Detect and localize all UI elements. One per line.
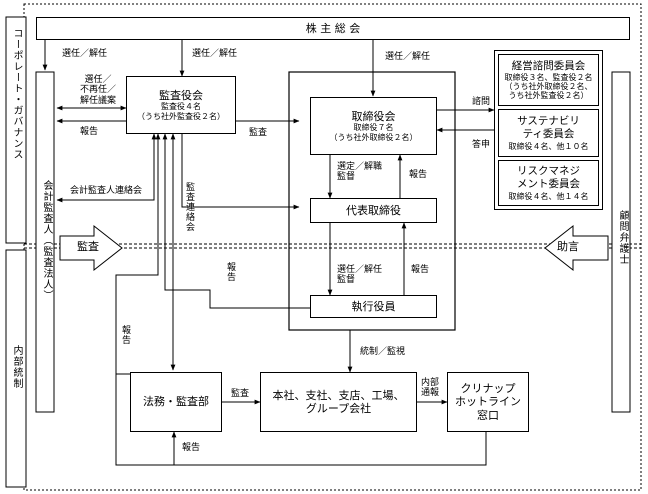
internal-report-label: 内部 通報 xyxy=(421,378,440,399)
report-line-1 xyxy=(162,133,330,309)
auditor-label: 会計監査人（監査法人） xyxy=(41,180,52,301)
sustainability-committee-box: サステナビリ ティ委員会 取締役４名、他１０名 xyxy=(498,109,599,157)
advisory-committee-box: 経営諮問委員会 取締役３名、監査役２名 （うち社外取締役２名、 うち社外監査役２… xyxy=(498,54,599,106)
lawyer-label: 顧問弁護士 xyxy=(617,210,628,265)
risk-committee-line1: リスクマネジ xyxy=(517,165,580,178)
board-sub1: 取締役７名 xyxy=(353,123,394,133)
audit-board-sub2: （うち社外監査役２名） xyxy=(137,111,225,121)
report-label-6: 報告 xyxy=(182,443,201,453)
audit-to-representative-arrow xyxy=(181,134,300,210)
audit-board-name: 監査役会 xyxy=(159,89,203,103)
shareholders-box: 株 主 総 会 xyxy=(36,17,630,40)
hotline-box: クリナップ ホットライン 窓口 xyxy=(447,372,529,432)
internal-control-tab-frame xyxy=(5,249,27,488)
risk-committee-line2: メント委員会 xyxy=(517,178,580,191)
advice-block-arrow xyxy=(544,224,609,272)
board-box: 取締役会 取締役７名 （うち社外取締役２名） xyxy=(310,97,437,155)
audit-board-box: 監査役会 監査役４名 （うち社外監査役２名） xyxy=(126,76,236,134)
advisory-committee-name: 経営諮問委員会 xyxy=(511,59,586,72)
audit-liaison-label: 監査連絡会 xyxy=(184,182,194,232)
answer-label: 答申 xyxy=(472,140,491,150)
auditor-frame xyxy=(35,71,55,413)
report-line-2 xyxy=(115,133,161,375)
select-supervise-label: 選定／解職 監督 xyxy=(337,162,383,183)
audit-label-2: 監査 xyxy=(231,389,250,399)
report-label-2: 報告 xyxy=(409,170,428,180)
hotline-line2: ホットライン xyxy=(455,395,521,409)
outer-dashed-frame xyxy=(23,3,642,491)
legal-audit-box: 法務・監査部 xyxy=(130,372,222,432)
sustainability-committee-sub: 取締役４名、他１０名 xyxy=(508,141,589,151)
accounting-liaison-arrow xyxy=(56,133,157,203)
offices-line2: グループ会社 xyxy=(305,402,372,415)
elect-dismiss-label-3: 選任／解任 xyxy=(385,52,431,62)
offices-box: 本社、支社、支店、工場、 グループ会社 xyxy=(260,372,417,432)
executive-box: 執行役員 xyxy=(310,295,437,318)
control-monitor-label: 統制／監視 xyxy=(360,347,406,357)
hotline-line1: クリナップ xyxy=(460,382,516,396)
advisory-committee-sub2: （うち社外取締役２名、 xyxy=(504,81,593,91)
audit-block-arrow xyxy=(59,224,123,272)
shareholders-label: 株 主 総 会 xyxy=(305,21,361,35)
governance-label: コーポレート・ガバナンス xyxy=(11,28,22,160)
audit-board-sub1: 監査役４名 xyxy=(161,102,201,112)
governance-tab-frame xyxy=(5,16,27,244)
offices-line1: 本社、支社、支店、工場、 xyxy=(272,388,405,402)
advice-arrow-label: 助言 xyxy=(557,240,579,253)
appointment-proposal-label: 選任／ 不再任／ 解任議案 xyxy=(80,75,117,106)
report-label-1: 報告 xyxy=(80,127,99,137)
risk-committee-sub: 取締役４名、他１４名 xyxy=(508,191,589,201)
report-label-3: 報告 xyxy=(411,265,430,275)
internal-control-label: 内部統制 xyxy=(11,345,22,389)
legal-audit-label: 法務・監査部 xyxy=(143,395,209,409)
hotline-line3: 窓口 xyxy=(477,408,499,422)
advisory-committee-sub3: うち社外監査役２名） xyxy=(508,91,589,101)
advisory-committee-sub1: 取締役３名、監査役２名 xyxy=(504,72,593,82)
representative-label: 代表取締役 xyxy=(346,203,401,217)
sustainability-committee-line1: サステナビリ xyxy=(517,115,580,128)
audit-arrow-label: 監査 xyxy=(77,240,99,253)
elect-dismiss-label-1: 選任／解任 xyxy=(62,49,108,59)
board-name: 取締役会 xyxy=(351,110,396,124)
representative-box: 代表取締役 xyxy=(310,198,437,223)
report-label-5: 報告 xyxy=(120,325,130,345)
elect-supervise-label: 選任／解任 監督 xyxy=(337,265,383,286)
sustainability-committee-line2: ティ委員会 xyxy=(522,128,575,141)
elect-dismiss-label-2: 選任／解任 xyxy=(192,49,238,59)
risk-committee-box: リスクマネジ メント委員会 取締役４名、他１４名 xyxy=(498,160,599,206)
audit-label-1: 監査 xyxy=(249,128,268,138)
executive-label: 執行役員 xyxy=(351,299,396,313)
lawyer-frame xyxy=(611,71,631,413)
board-outer-frame xyxy=(288,71,456,331)
report-label-4: 報告 xyxy=(225,262,235,282)
board-sub2: （うち社外取締役２名） xyxy=(329,132,418,142)
consult-label: 諮問 xyxy=(472,97,491,107)
report-line-3 xyxy=(115,374,487,466)
accounting-liaison-label: 会計監査人連絡会 xyxy=(70,186,143,196)
